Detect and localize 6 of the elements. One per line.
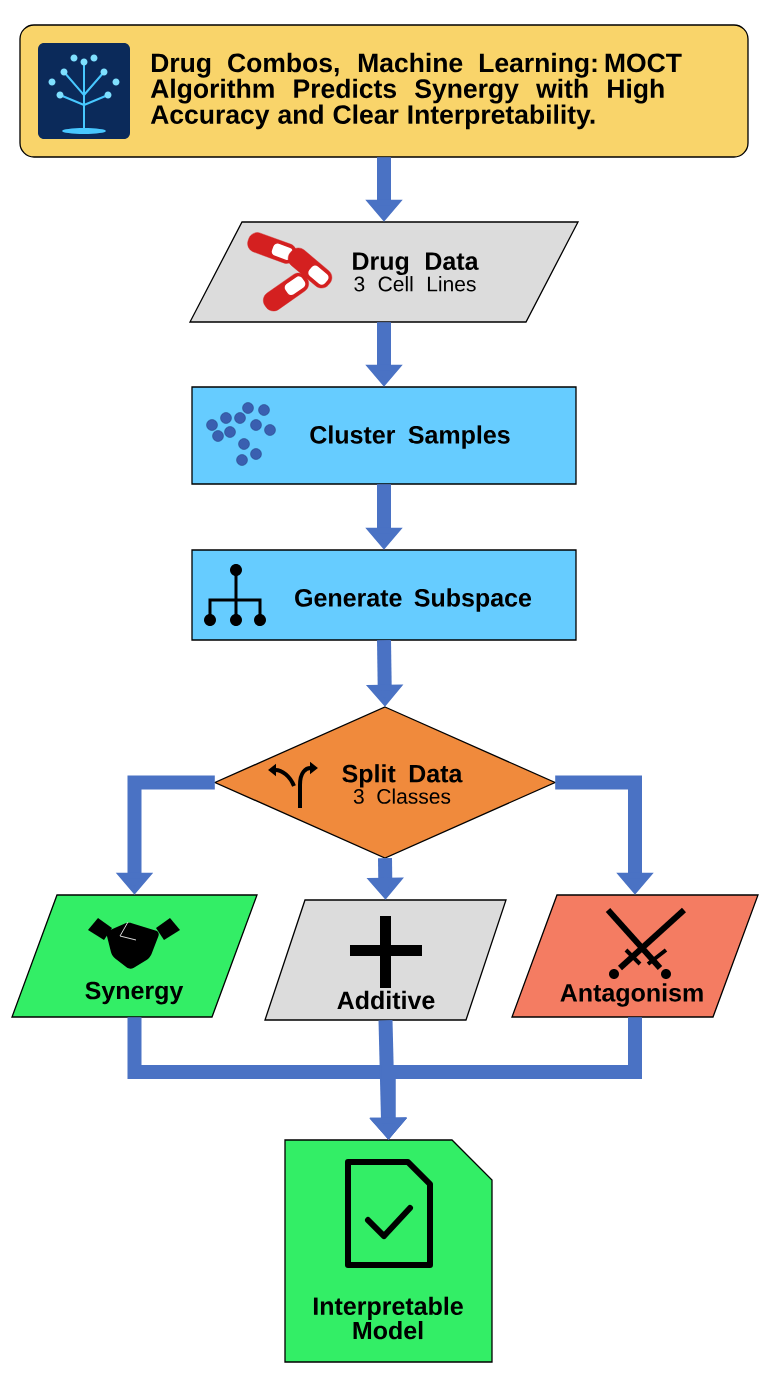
class-parallelogram: Synergy <box>11 894 258 1018</box>
process-box: Generate Subspace <box>191 549 577 641</box>
class-parallelogram: Antagonism <box>511 894 759 1018</box>
process-box: Cluster Samples <box>191 386 577 485</box>
class-parallelogram: Additive <box>264 899 507 1021</box>
title-box: Drug Combos, Machine Learning: MOCT Algorithm Predicts Synergy with High Accuracy and Clear Interpretability. <box>19 24 749 158</box>
